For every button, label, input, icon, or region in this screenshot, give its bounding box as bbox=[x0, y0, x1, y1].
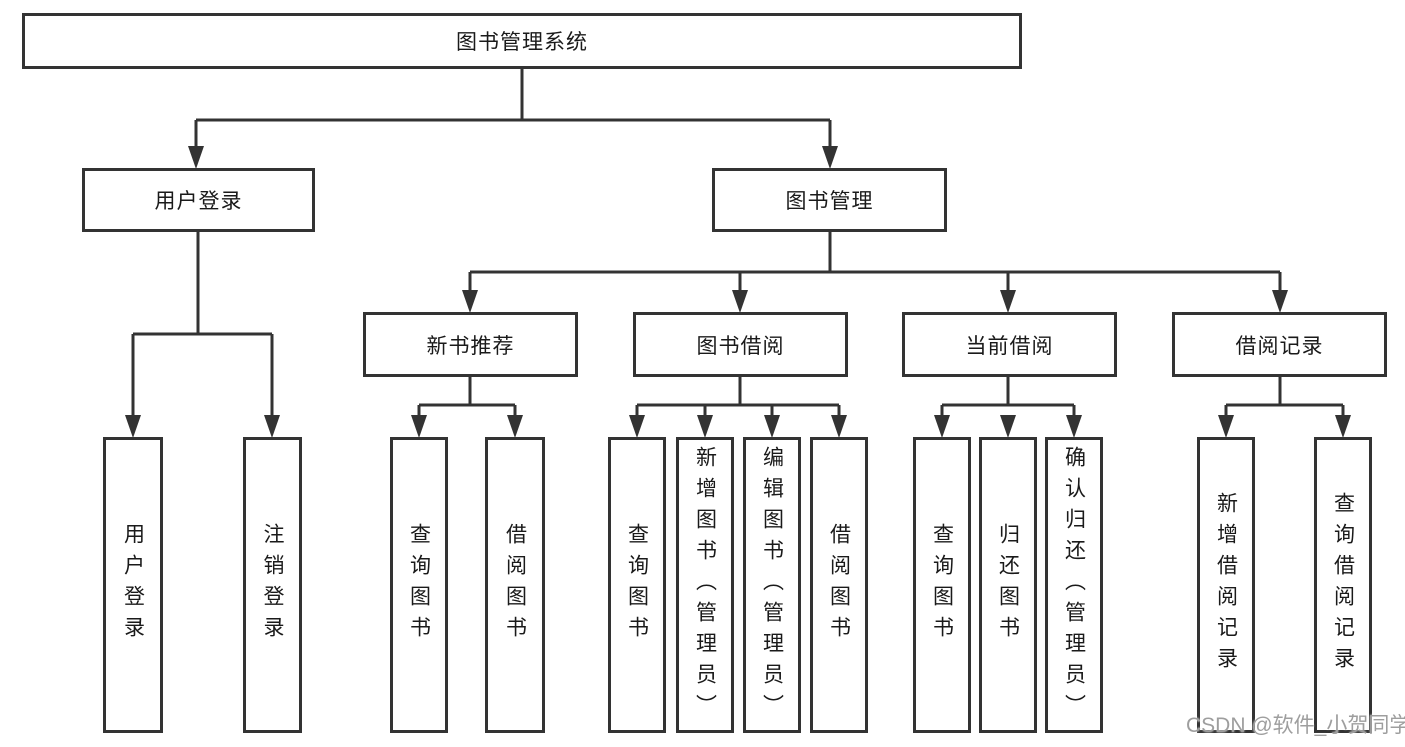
node-label: 借阅图书 bbox=[503, 523, 527, 647]
node-library-management-system: 图书管理系统 bbox=[22, 13, 1022, 69]
node-label: 编辑图书（管理员） bbox=[760, 445, 784, 725]
node-label: 查询图书 bbox=[407, 523, 431, 647]
node-confirm-return-admin: 确认归还（管理员） bbox=[1045, 437, 1103, 733]
node-label: 归还图书 bbox=[996, 523, 1020, 647]
node-query-books-2: 查询图书 bbox=[608, 437, 666, 733]
node-label: 借阅图书 bbox=[827, 523, 851, 647]
node-label: 新增图书（管理员） bbox=[693, 445, 717, 725]
node-borrow-books-1: 借阅图书 bbox=[485, 437, 545, 733]
node-label: 注销登录 bbox=[261, 523, 284, 647]
node-borrowing-records: 借阅记录 bbox=[1172, 312, 1387, 377]
node-query-borrow-record: 查询借阅记录 bbox=[1314, 437, 1372, 733]
node-label: 确认归还（管理员） bbox=[1062, 445, 1086, 725]
node-label: 用户登录 bbox=[121, 523, 145, 647]
node-borrow-books-2: 借阅图书 bbox=[810, 437, 868, 733]
node-book-management: 图书管理 bbox=[712, 168, 947, 232]
node-label: 新增借阅记录 bbox=[1214, 492, 1238, 678]
node-user-login-group: 用户登录 bbox=[82, 168, 315, 232]
node-logout: 注销登录 bbox=[243, 437, 302, 733]
node-query-books-3: 查询图书 bbox=[913, 437, 971, 733]
node-user-login: 用户登录 bbox=[103, 437, 163, 733]
node-add-books-admin: 新增图书（管理员） bbox=[676, 437, 734, 733]
node-new-book-recommendation: 新书推荐 bbox=[363, 312, 578, 377]
node-edit-books-admin: 编辑图书（管理员） bbox=[743, 437, 801, 733]
node-label: 查询借阅记录 bbox=[1331, 492, 1355, 678]
node-current-borrowing: 当前借阅 bbox=[902, 312, 1117, 377]
node-add-borrow-record: 新增借阅记录 bbox=[1197, 437, 1255, 733]
node-book-borrowing: 图书借阅 bbox=[633, 312, 848, 377]
node-label: 查询图书 bbox=[625, 523, 649, 647]
node-label: 查询图书 bbox=[930, 523, 954, 647]
node-query-books-1: 查询图书 bbox=[390, 437, 448, 733]
csdn-watermark: CSDN @软件_小贺同学 bbox=[1186, 714, 1405, 737]
node-return-books: 归还图书 bbox=[979, 437, 1037, 733]
